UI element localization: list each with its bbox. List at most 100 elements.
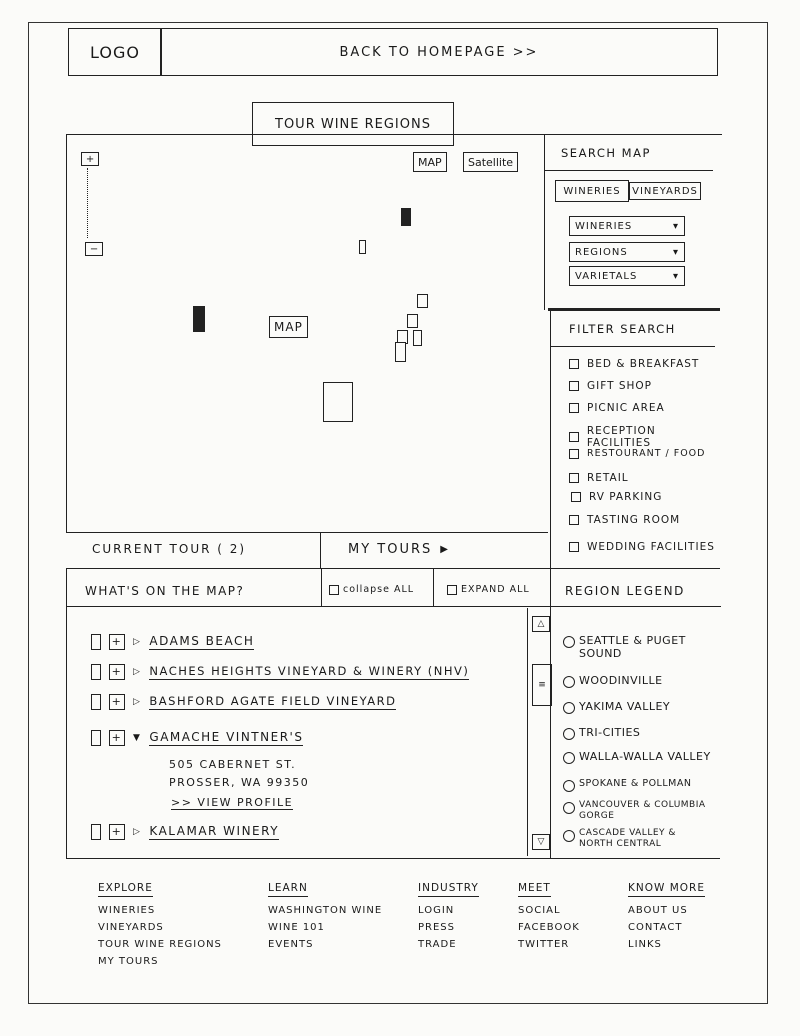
map-type-map-button[interactable]: MAP	[413, 152, 447, 172]
footer-link[interactable]: MY TOURS	[98, 956, 159, 967]
add-icon[interactable]: +	[109, 694, 125, 710]
radio[interactable]	[563, 802, 575, 814]
checkbox[interactable]	[569, 403, 579, 413]
footer-link[interactable]: VINEYARDS	[98, 922, 164, 933]
radio[interactable]	[563, 830, 575, 842]
checkbox[interactable]	[569, 448, 579, 459]
current-tour-link[interactable]: CURRENT TOUR ( 2)	[92, 542, 247, 556]
filter-wedding-facilities[interactable]: WEDDING FACILITIES	[569, 541, 715, 553]
item-name[interactable]: GAMACHE VINTNER'S	[149, 730, 304, 746]
add-icon[interactable]: +	[109, 634, 125, 650]
footer-link[interactable]: CONTACT	[628, 922, 683, 933]
list-item[interactable]: + ▷ KALAMAR WINERY	[91, 824, 280, 840]
footer-link[interactable]: TOUR WINE REGIONS	[98, 939, 222, 950]
radio[interactable]	[563, 752, 575, 764]
item-name[interactable]: KALAMAR WINERY	[149, 824, 280, 840]
radio[interactable]	[563, 780, 575, 792]
footer-link[interactable]: ABOUT US	[628, 905, 688, 916]
footer-link[interactable]: WASHINGTON WINE	[268, 905, 383, 916]
back-to-homepage-link[interactable]: BACK TO HOMEPAGE >>	[160, 28, 718, 76]
expand-arrow-icon[interactable]: ▷	[133, 667, 142, 677]
filter-bed-breakfast[interactable]: BED & BREAKFAST	[569, 358, 699, 370]
footer-link[interactable]: LINKS	[628, 939, 662, 950]
checkbox[interactable]	[571, 492, 581, 502]
legend-item[interactable]: TRI-CITIES	[563, 726, 713, 740]
scrollbar[interactable]: △ ≡ ▽	[527, 608, 552, 856]
logo[interactable]: LOGO	[68, 28, 162, 76]
list-item[interactable]: + ▷ ADAMS BEACH	[91, 634, 255, 650]
expand-all-button[interactable]: EXPAND ALL	[447, 584, 530, 595]
radio[interactable]	[563, 676, 575, 688]
tab-wineries[interactable]: WINERIES	[555, 180, 629, 202]
item-name[interactable]: NACHES HEIGHTS VINEYARD & WINERY (NHV)	[149, 664, 470, 680]
footer-link[interactable]: WINE 101	[268, 922, 325, 933]
footer-link[interactable]: FACEBOOK	[518, 922, 580, 933]
map-marker[interactable]	[407, 314, 418, 328]
add-icon[interactable]: +	[109, 824, 125, 840]
scroll-up-button[interactable]: △	[532, 616, 550, 632]
scroll-down-button[interactable]: ▽	[532, 834, 550, 850]
footer-link[interactable]: SOCIAL	[518, 905, 561, 916]
map-marker[interactable]	[417, 294, 428, 308]
map-marker[interactable]	[395, 342, 406, 362]
map-marker[interactable]	[359, 240, 366, 254]
checkbox[interactable]	[569, 473, 579, 483]
map-marker[interactable]	[401, 208, 411, 226]
collapse-arrow-icon[interactable]: ▼	[133, 733, 142, 743]
legend-item[interactable]: SEATTLE & PUGET SOUND	[563, 634, 713, 660]
checkbox[interactable]	[569, 381, 579, 391]
checkbox[interactable]	[569, 542, 579, 552]
legend-item[interactable]: VANCOUVER & COLUMBIA GORGE	[563, 800, 713, 822]
checkbox[interactable]	[447, 584, 457, 595]
footer-link[interactable]: PRESS	[418, 922, 455, 933]
map-marker[interactable]	[193, 306, 205, 332]
checkbox[interactable]	[569, 515, 579, 525]
radio[interactable]	[563, 728, 575, 740]
legend-item[interactable]: SPOKANE & POLLMAN	[563, 778, 713, 792]
scroll-thumb[interactable]: ≡	[532, 664, 552, 706]
expand-arrow-icon[interactable]: ▷	[133, 637, 142, 647]
checkbox[interactable]	[569, 432, 579, 442]
my-tours-link[interactable]: MY TOURS ▶	[348, 542, 450, 557]
expand-arrow-icon[interactable]: ▷	[133, 827, 142, 837]
list-item[interactable]: + ▷ NACHES HEIGHTS VINEYARD & WINERY (NH…	[91, 664, 470, 680]
filter-gift-shop[interactable]: GIFT SHOP	[569, 380, 652, 392]
zoom-out-button[interactable]: −	[85, 242, 103, 256]
add-icon[interactable]: +	[109, 730, 125, 746]
filter-picnic-area[interactable]: PICNIC AREA	[569, 402, 665, 414]
item-name[interactable]: BASHFORD AGATE FIELD VINEYARD	[149, 694, 397, 710]
zoom-in-button[interactable]: +	[81, 152, 99, 166]
footer-link[interactable]: TRADE	[418, 939, 457, 950]
add-icon[interactable]: +	[109, 664, 125, 680]
view-profile-link[interactable]: >> VIEW PROFILE	[171, 796, 294, 810]
map-marker[interactable]	[413, 330, 422, 346]
map-area[interactable]: + − MAP Satellite MAP	[66, 134, 545, 532]
legend-item[interactable]: WOODINVILLE	[563, 674, 713, 688]
footer-link[interactable]: EVENTS	[268, 939, 314, 950]
checkbox[interactable]	[329, 584, 339, 595]
legend-item[interactable]: CASCADE VALLEY & NORTH CENTRAL	[563, 828, 713, 850]
zoom-slider[interactable]	[87, 168, 88, 238]
varietals-select[interactable]: VARIETALS▾	[569, 266, 685, 286]
item-name[interactable]: ADAMS BEACH	[149, 634, 255, 650]
regions-select[interactable]: REGIONS▾	[569, 242, 685, 262]
legend-item[interactable]: YAKIMA VALLEY	[563, 700, 713, 714]
legend-item[interactable]: WALLA-WALLA VALLEY	[563, 750, 713, 764]
wineries-select[interactable]: WINERIES▾	[569, 216, 685, 236]
footer-link[interactable]: TWITTER	[518, 939, 570, 950]
filter-restaurant-food[interactable]: RESTOURANT / FOOD	[569, 448, 705, 459]
map-marker[interactable]	[323, 382, 353, 422]
footer-link[interactable]: LOGIN	[418, 905, 455, 916]
filter-rv-parking[interactable]: RV PARKING	[571, 491, 662, 503]
list-item[interactable]: + ▷ BASHFORD AGATE FIELD VINEYARD	[91, 694, 397, 710]
tab-vineyards[interactable]: VINEYARDS	[629, 182, 701, 200]
radio[interactable]	[563, 702, 575, 714]
radio[interactable]	[563, 636, 575, 648]
filter-reception-facilities[interactable]: RECEPTION FACILITIES	[569, 425, 721, 449]
footer-link[interactable]: WINERIES	[98, 905, 156, 916]
expand-arrow-icon[interactable]: ▷	[133, 697, 142, 707]
list-item-expanded[interactable]: + ▼ GAMACHE VINTNER'S	[91, 730, 304, 746]
map-type-satellite-button[interactable]: Satellite	[463, 152, 519, 172]
filter-tasting-room[interactable]: TASTING ROOM	[569, 514, 680, 526]
collapse-all-button[interactable]: collapse ALL	[329, 584, 414, 595]
